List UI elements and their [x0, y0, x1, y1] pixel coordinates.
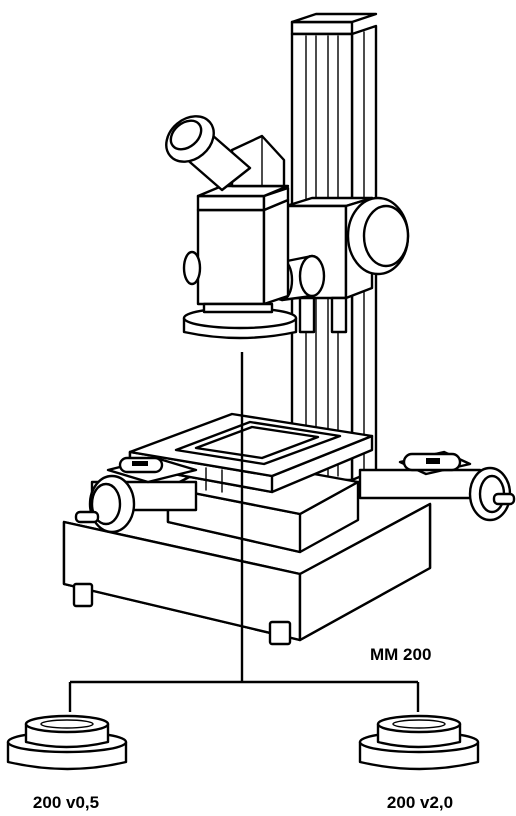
left-objective-label: 200 v0,5 — [33, 793, 99, 812]
focus-carrier — [284, 196, 410, 334]
base-feet — [72, 582, 292, 646]
left-micrometer — [74, 456, 198, 534]
right-objective-icon — [358, 714, 480, 771]
right-objective-label: 200 v2,0 — [387, 793, 453, 812]
microscope-head — [165, 115, 298, 340]
right-micrometer — [358, 450, 516, 522]
model-label: MM 200 — [370, 645, 431, 664]
optical-axis-line — [68, 352, 420, 712]
left-objective-icon — [6, 714, 128, 771]
stage-upper — [128, 412, 374, 494]
